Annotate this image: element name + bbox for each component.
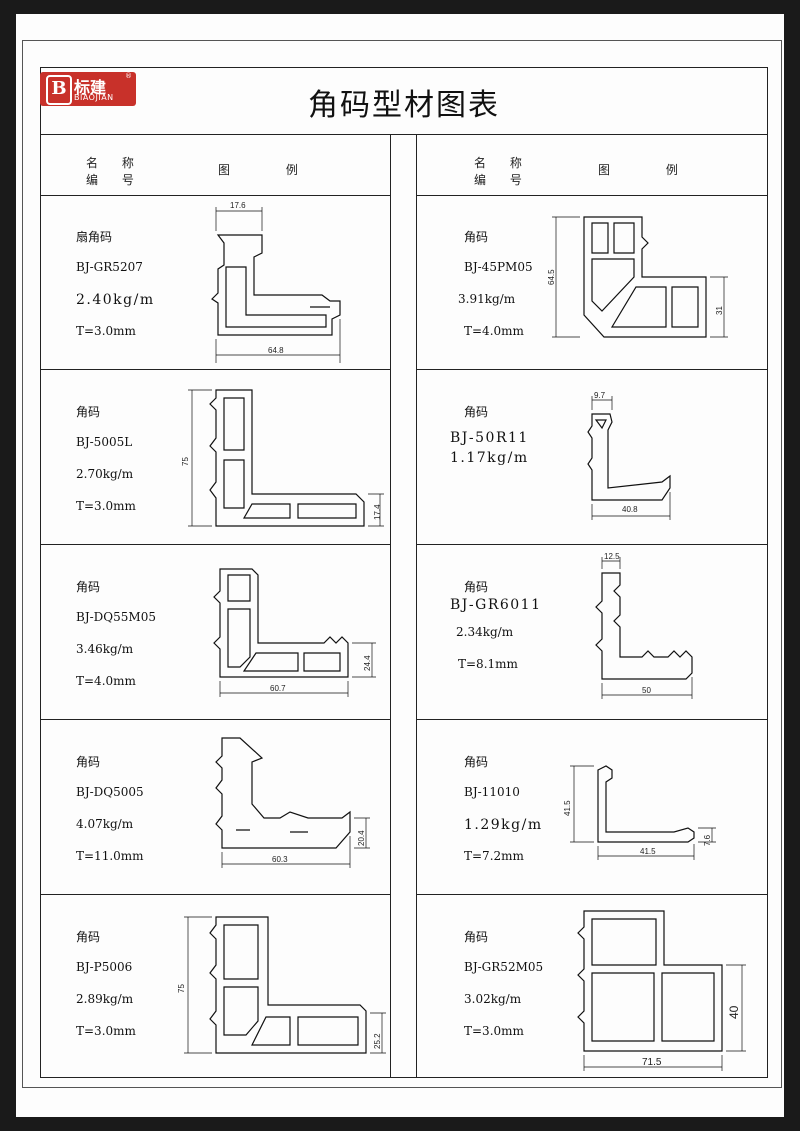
profile-weight: 4.07kg/m — [76, 817, 134, 831]
profile-thickness: T=3.0mm — [464, 1024, 524, 1038]
profile-name: 角码 — [464, 930, 489, 944]
logo-chinese-text: 标建 — [74, 78, 107, 97]
dimension-label: 12.5 — [604, 552, 620, 561]
dimension-label: 75 — [177, 984, 186, 993]
profile-thickness: T=3.0mm — [76, 324, 136, 338]
profile-weight: 1.17kg/m — [450, 450, 529, 466]
profile-name: 角码 — [76, 580, 101, 594]
profile-code: BJ-45PM05 — [464, 260, 533, 274]
profile-drawing: 75 17.4 — [181, 389, 384, 527]
title-row — [40, 67, 768, 135]
profile-code: BJ-5005L — [76, 435, 133, 449]
profile-code: BJ-DQ55M05 — [76, 610, 156, 624]
profile-thickness: T=3.0mm — [76, 1024, 136, 1038]
profile-name: 角码 — [76, 930, 101, 944]
dimension-label: 7.6 — [703, 834, 712, 846]
logo-mark: B — [46, 75, 72, 105]
profile-drawing: 20.4 60.3 — [215, 737, 370, 868]
profile-weight: 2.40kg/m — [76, 292, 155, 308]
dimension-label: 60.7 — [270, 684, 286, 693]
profile-cell: 角码 BJ-DQ55M05 3.46kg/m T=4.0mm 24.4 60.7 — [40, 545, 390, 720]
profile-name: 扇角码 — [76, 230, 113, 244]
profile-name: 角码 — [464, 580, 489, 594]
profile-cell: 角码 BJ-11010 1.29kg/m T=7.2mm 41.5 7.6 41… — [416, 720, 768, 895]
dimension-label: 17.6 — [230, 201, 246, 210]
profile-drawing: 24.4 60.7 — [213, 568, 376, 697]
profile-cell: 扇角码 BJ-GR5207 2.40kg/m T=3.0mm 17.6 64.8 — [40, 195, 390, 370]
profile-name: 角码 — [76, 405, 101, 419]
profile-weight: 2.70kg/m — [76, 467, 134, 481]
profile-weight: 1.29kg/m — [464, 817, 543, 833]
profile-thickness: T=3.0mm — [76, 499, 136, 513]
profile-cell: 角码 BJ-GR6011 2.34kg/m T=8.1mm 12.5 50 — [416, 545, 768, 720]
page-title: 角码型材图表 — [308, 88, 500, 123]
right-header-row: 名 称编 号 图 例 — [416, 135, 768, 196]
profile-cell: 角码 BJ-GR52M05 3.02kg/m T=3.0mm 40 71.5 — [416, 895, 768, 1071]
dimension-label: 25.2 — [373, 1033, 382, 1049]
profile-code: BJ-GR52M05 — [464, 960, 544, 974]
header-code-label: 编 号 — [474, 173, 532, 187]
profile-drawing: 9.7 40.8 — [587, 391, 671, 520]
brand-logo: B 标建 BIAOJIAN ® — [40, 72, 136, 106]
profile-code: BJ-GR6011 — [450, 597, 542, 613]
profile-cell: 角码 BJ-P5006 2.89kg/m T=3.0mm 75 25.2 — [40, 895, 390, 1070]
profile-weight: 2.34kg/m — [456, 625, 514, 639]
dimension-label: 64.8 — [268, 346, 284, 355]
column-divider-left — [390, 135, 391, 1078]
header-code-label: 编 号 — [86, 173, 144, 187]
profile-cell: 角码 BJ-45PM05 3.91kg/m T=4.0mm 64.5 31 — [416, 195, 768, 370]
profile-weight: 3.91kg/m — [458, 292, 516, 306]
dimension-label: 40 — [727, 1005, 741, 1019]
profile-code: BJ-P5006 — [76, 960, 133, 974]
column-divider-right — [416, 135, 417, 1078]
logo-english-text: BIAOJIAN — [74, 93, 114, 102]
profile-drawing: 41.5 7.6 41.5 — [563, 765, 716, 860]
dimension-label: 41.5 — [640, 847, 656, 856]
profile-drawing: 12.5 50 — [595, 552, 693, 699]
table-frame — [40, 67, 768, 1078]
profile-cell: 角码 BJ-DQ5005 4.07kg/m T=11.0mm 20.4 60.3 — [40, 720, 390, 895]
profile-code: BJ-DQ5005 — [76, 785, 144, 799]
profile-code: BJ-11010 — [464, 785, 520, 799]
dimension-label: 9.7 — [594, 391, 606, 400]
dimension-label: 17.4 — [373, 504, 382, 520]
header-name-label: 名 称 — [86, 156, 144, 170]
profile-thickness: T=4.0mm — [76, 674, 136, 688]
profile-cell: 角码 BJ-50R11 1.17kg/m 9.7 40.8 — [416, 370, 768, 545]
profile-drawing: 40 71.5 — [577, 910, 746, 1071]
profile-name: 角码 — [464, 405, 489, 419]
profile-name: 角码 — [464, 230, 489, 244]
profile-thickness: T=8.1mm — [458, 657, 518, 671]
profile-code: BJ-GR5207 — [76, 260, 143, 274]
dimension-label: 24.4 — [363, 655, 372, 671]
dimension-label: 50 — [642, 686, 651, 695]
profile-weight: 3.02kg/m — [464, 992, 522, 1006]
dimension-label: 41.5 — [563, 800, 572, 816]
profile-cell: 角码 BJ-5005L 2.70kg/m T=3.0mm 75 17.4 — [40, 370, 390, 545]
profile-drawing: 75 25.2 — [177, 916, 386, 1054]
profile-thickness: T=11.0mm — [76, 849, 144, 863]
registered-mark: ® — [125, 72, 132, 80]
dimension-label: 75 — [181, 457, 190, 466]
dimension-label: 40.8 — [622, 505, 638, 514]
header-figure-label: 图 例 — [218, 163, 324, 177]
profile-weight: 3.46kg/m — [76, 642, 134, 656]
dimension-label: 60.3 — [272, 855, 288, 864]
dimension-label: 64.5 — [547, 269, 556, 285]
profile-drawing: 17.6 64.8 — [211, 201, 341, 363]
profile-thickness: T=7.2mm — [464, 849, 524, 863]
dimension-label: 71.5 — [642, 1057, 662, 1068]
profile-weight: 2.89kg/m — [76, 992, 134, 1006]
header-name-label: 名 称 — [474, 156, 532, 170]
dimension-label: 31 — [715, 306, 724, 315]
left-header-row: 名 称编 号 图 例 — [40, 135, 390, 196]
profile-name: 角码 — [464, 755, 489, 769]
profile-name: 角码 — [76, 755, 101, 769]
header-figure-label: 图 例 — [598, 163, 704, 177]
profile-thickness: T=4.0mm — [464, 324, 524, 338]
profile-code: BJ-50R11 — [450, 430, 529, 446]
outer-border — [22, 40, 782, 1088]
profile-drawing: 64.5 31 — [547, 216, 728, 338]
dimension-label: 20.4 — [357, 830, 366, 846]
